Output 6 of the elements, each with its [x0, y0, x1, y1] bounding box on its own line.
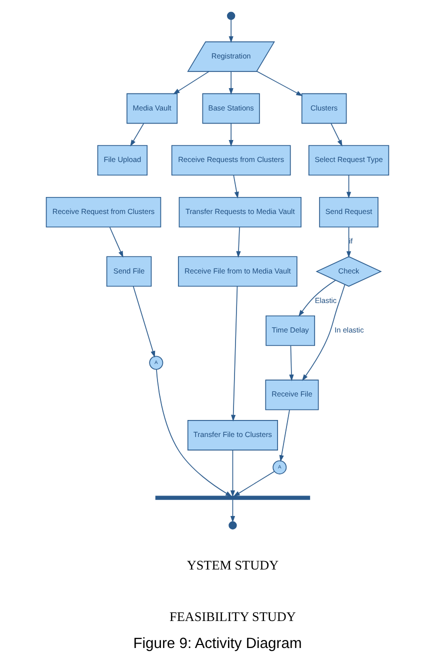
edge-label: if [348, 236, 352, 246]
edge-label: In elastic [334, 326, 364, 335]
caption: Figure 9: Activity Diagram [132, 636, 302, 652]
label: FEASIBILITY STUDY [169, 609, 296, 624]
label: YSTEM STUDY [186, 557, 278, 572]
edge-label: Elastic [314, 296, 336, 305]
